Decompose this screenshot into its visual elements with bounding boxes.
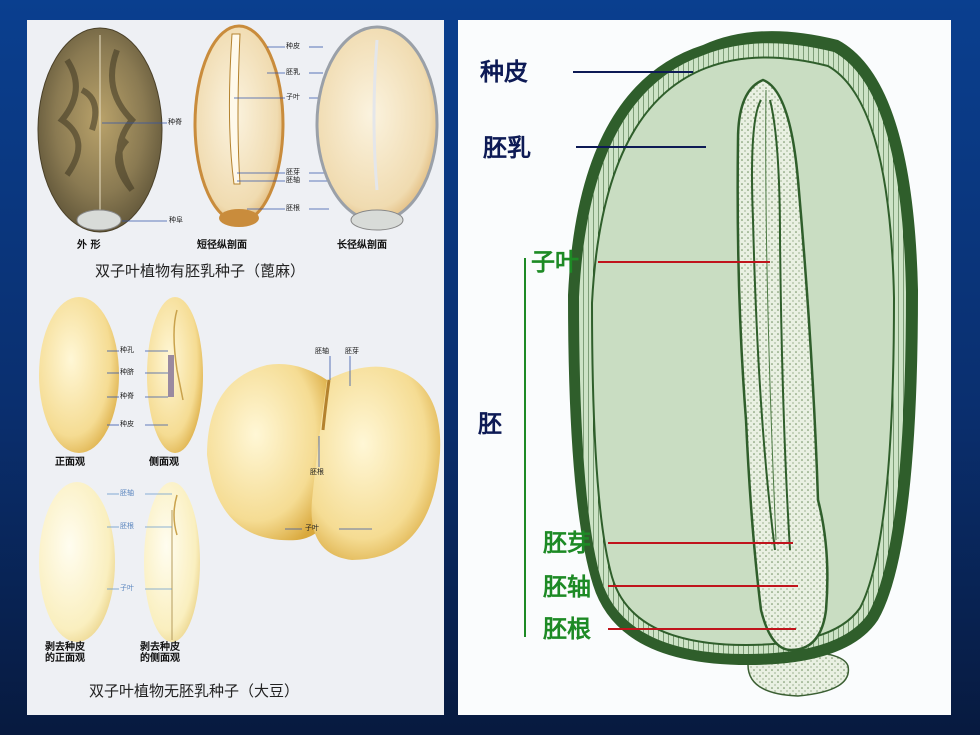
soy-label-hilum: 种孔 xyxy=(120,346,134,354)
soy-label-cotyledon: 子叶 xyxy=(305,524,319,532)
castor-label-seed-coat: 种皮 xyxy=(286,42,300,50)
left-figure-panel: 种脊 种阜 种皮 胚乳 子叶 胚芽 胚轴 胚根 外 形 短径纵剖面 长径纵剖面 … xyxy=(27,20,444,715)
castor-view-long-section: 长径纵剖面 xyxy=(337,240,387,251)
castor-seed-longitudinal-section xyxy=(524,31,918,697)
soybean-caption: 双子叶植物无胚乳种子（大豆） xyxy=(89,682,300,700)
right-figure-panel: 种皮 胚乳 子叶 胚 胚芽 胚轴 胚根 xyxy=(458,20,951,715)
castor-view-short-section: 短径纵剖面 xyxy=(197,240,247,251)
castor-exterior xyxy=(37,27,167,233)
castor-view-exterior: 外 形 xyxy=(77,240,101,251)
soybean-peeled-front xyxy=(39,482,119,642)
castor-label-radicle: 胚根 xyxy=(286,204,300,212)
label-embryo: 胚 xyxy=(478,410,502,438)
soy-peeled-label-radicle: 胚根 xyxy=(120,522,134,530)
label-plumule: 胚芽 xyxy=(543,529,591,557)
label-seed-coat: 种皮 xyxy=(480,58,528,86)
soy-view-peeled-side: 剥去种皮 的侧面观 xyxy=(140,642,180,664)
castor-label-endosperm: 胚乳 xyxy=(286,68,300,76)
castor-long-section xyxy=(315,25,439,231)
soy-label-radicle: 胚根 xyxy=(310,468,324,476)
castor-label-hypocotyl: 胚轴 xyxy=(286,176,300,184)
soy-peeled-label-cotyledon: 子叶 xyxy=(120,584,134,592)
soy-peeled-label-hypocotyl: 胚轴 xyxy=(120,489,134,497)
soy-view-side: 侧面观 xyxy=(149,457,179,468)
label-endosperm: 胚乳 xyxy=(483,134,531,162)
castor-label-caruncle: 种阜 xyxy=(169,216,183,224)
castor-caption: 双子叶植物有胚乳种子（蓖麻） xyxy=(95,262,306,280)
soy-label-raphe: 种脊 xyxy=(120,392,134,400)
soy-view-front: 正面观 xyxy=(55,457,85,468)
soybean-peeled-side xyxy=(144,482,200,642)
soy-label-plumule: 胚芽 xyxy=(345,347,359,355)
label-cotyledon: 子叶 xyxy=(531,248,579,276)
castor-label-cotyledon: 子叶 xyxy=(286,93,300,101)
soy-label-hypocotyl: 胚轴 xyxy=(315,347,329,355)
label-hypocotyl: 胚轴 xyxy=(543,573,591,601)
castor-label-raphe: 种脊 xyxy=(168,118,182,126)
castor-label-plumule: 胚芽 xyxy=(286,168,300,176)
soybean-front xyxy=(39,297,119,453)
soybean-side xyxy=(145,297,203,453)
castor-soybean-illustration xyxy=(37,24,441,642)
label-radicle: 胚根 xyxy=(543,615,591,643)
soybean-open xyxy=(207,356,441,560)
soy-label-seed-coat: 种皮 xyxy=(120,420,134,428)
soy-label-micropyle: 种脐 xyxy=(120,368,134,376)
soy-view-peeled-front: 剥去种皮 的正面观 xyxy=(45,642,85,664)
